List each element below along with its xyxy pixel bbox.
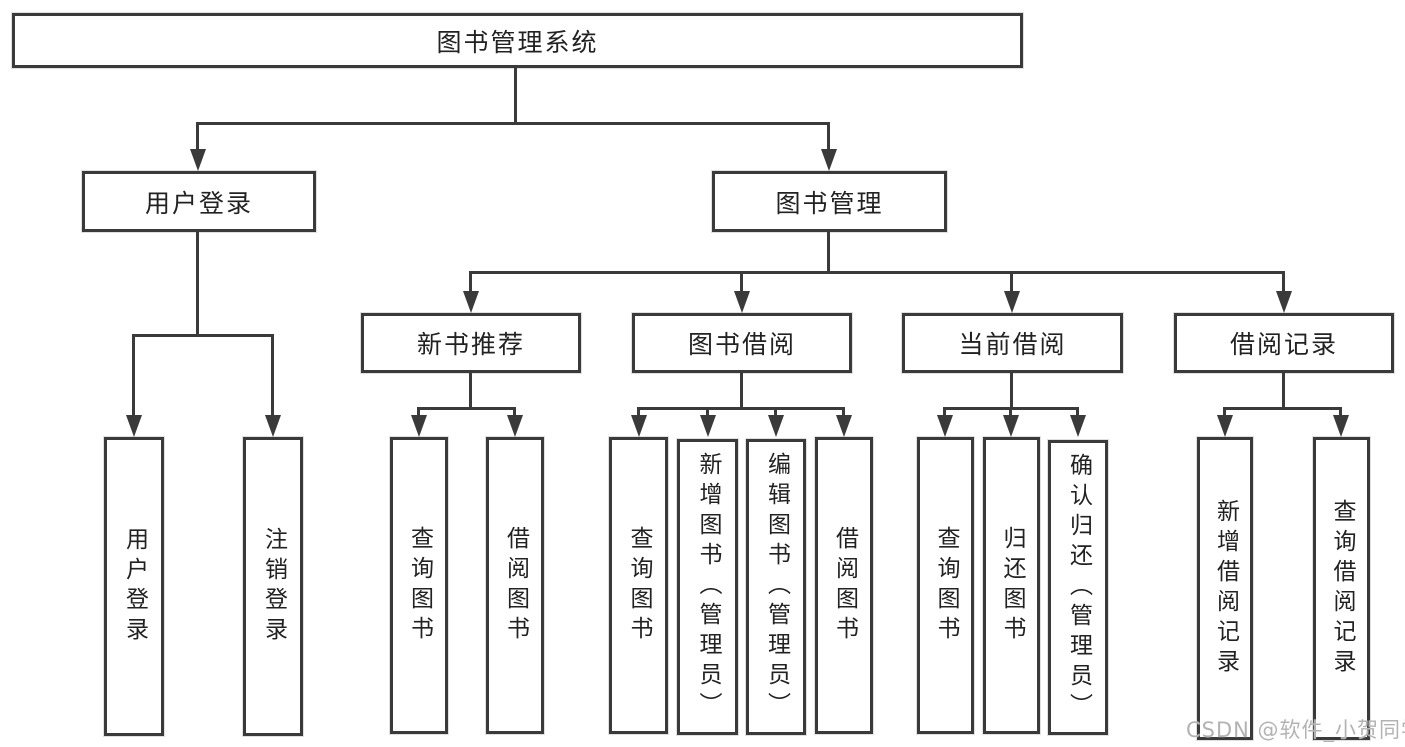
arrowhead-query-books-current	[937, 415, 953, 437]
node-user-login: 用户登录	[82, 171, 316, 232]
arrowhead-query-books-borrowing	[631, 415, 647, 437]
connector-ul-leaf2-drop	[271, 334, 274, 417]
node-book-borrowing: 图书借阅	[632, 313, 852, 373]
connector-borrowing-rail	[637, 407, 845, 410]
connector-user-login-rail	[132, 334, 274, 337]
arrowhead-borrow-books-recommend	[507, 415, 523, 437]
connector-l3-drop-3	[1010, 271, 1013, 293]
node-current-borrowing: 当前借阅	[902, 313, 1123, 373]
connector-cur-leaf2-drop	[1009, 407, 1012, 418]
connector-user-login-stem	[196, 232, 199, 337]
leaf-confirm-return-admin: 确认归还（管理员）	[1048, 440, 1108, 735]
leaf-edit-book-admin: 编辑图书（管理员）	[746, 439, 806, 735]
connector-user-login-drop	[196, 122, 199, 151]
leaf-return-books: 归还图书	[983, 437, 1040, 734]
arrowhead-book-mgmt	[821, 149, 837, 171]
connector-borrowing-stem	[740, 373, 743, 410]
arrowhead-add-book-admin	[700, 415, 716, 437]
arrowhead-return-books	[1003, 415, 1019, 437]
connector-bor-leaf2-drop	[706, 407, 709, 418]
connector-current-stem	[1010, 373, 1013, 410]
connector-level3-rail	[469, 271, 1285, 274]
arrowhead-edit-book-admin	[768, 415, 784, 437]
connector-recd-leaf2-drop	[1339, 407, 1342, 418]
connector-recommend-rail	[417, 407, 516, 410]
arrowhead-current-borrowing	[1004, 291, 1020, 313]
leaf-logout: 注销登录	[243, 437, 303, 736]
leaf-add-book-admin: 新增图书（管理员）	[677, 439, 738, 735]
connector-recommend-stem	[469, 373, 472, 410]
node-new-book-recommendation: 新书推荐	[361, 313, 581, 373]
leaf-borrow-books-recommend: 借阅图书	[486, 437, 544, 734]
leaf-query-borrow-record: 查询借阅记录	[1313, 437, 1370, 740]
connector-l3-drop-4	[1282, 271, 1285, 293]
node-library-system: 图书管理系统	[12, 13, 1023, 68]
node-book-management: 图书管理	[712, 171, 947, 232]
connector-book-mgmt-drop	[827, 122, 830, 151]
leaf-query-books-borrowing: 查询图书	[609, 437, 668, 734]
arrowhead-query-books-recommend	[411, 415, 427, 437]
arrowhead-confirm-return-admin	[1070, 415, 1086, 437]
arrowhead-add-borrow-record	[1217, 415, 1233, 437]
connector-cur-leaf3-drop	[1076, 407, 1079, 418]
connector-bor-leaf4-drop	[842, 407, 845, 418]
connector-bor-leaf1-drop	[637, 407, 640, 418]
arrowhead-borrow-books-borrowing	[836, 415, 852, 437]
leaf-user-login: 用户登录	[104, 437, 164, 736]
connector-root-stem	[514, 68, 517, 124]
connector-recd-leaf1-drop	[1223, 407, 1226, 418]
arrowhead-book-borrowing	[734, 291, 750, 313]
connector-rec-leaf1-drop	[417, 407, 420, 418]
connector-level2-rail	[197, 122, 829, 125]
connector-records-rail	[1223, 407, 1342, 410]
csdn-watermark: CSDN @软件_小贺同学	[1186, 718, 1405, 742]
arrowhead-leaf-user-login	[126, 415, 142, 437]
connector-ul-leaf1-drop	[132, 334, 135, 417]
node-borrowing-records: 借阅记录	[1174, 313, 1394, 373]
leaf-add-borrow-record: 新增借阅记录	[1197, 437, 1253, 740]
arrowhead-query-borrow-record	[1333, 415, 1349, 437]
arrowhead-user-login	[190, 149, 206, 171]
connector-cur-leaf1-drop	[943, 407, 946, 418]
connector-l3-drop-1	[469, 271, 472, 293]
connector-l3-drop-2	[740, 271, 743, 293]
arrowhead-new-book-recommend	[463, 291, 479, 313]
connector-book-mgmt-stem	[827, 232, 830, 274]
connector-rec-leaf2-drop	[513, 407, 516, 418]
arrowhead-borrowing-records	[1276, 291, 1292, 313]
leaf-query-books-current: 查询图书	[917, 437, 974, 734]
leaf-query-books-recommend: 查询图书	[390, 437, 448, 734]
connector-bor-leaf3-drop	[774, 407, 777, 418]
leaf-borrow-books-borrowing: 借阅图书	[815, 437, 873, 734]
connector-records-stem	[1282, 373, 1285, 410]
arrowhead-leaf-logout	[265, 415, 281, 437]
